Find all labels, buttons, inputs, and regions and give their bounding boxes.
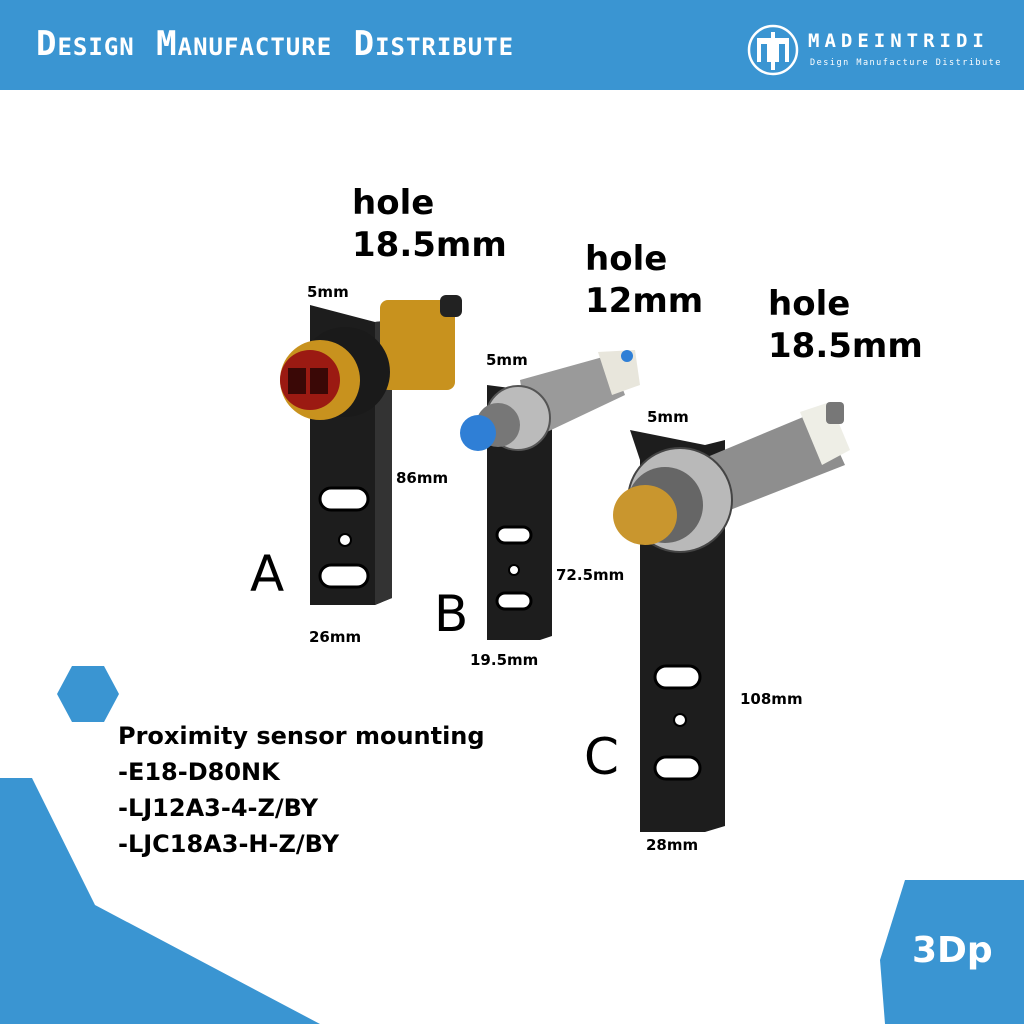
bracket-c-width: 28mm	[646, 836, 699, 854]
bracket-b-width: 19.5mm	[470, 651, 539, 669]
bottom-right-badge-shape	[880, 880, 1024, 1024]
bracket-b-letter: B	[434, 585, 469, 643]
brand-name: MADEINTRIDI	[808, 30, 989, 52]
3dp-badge: 3Dp	[912, 930, 993, 971]
bracket-b-thickness: 5mm	[486, 351, 528, 369]
bottom-left-decor	[0, 778, 320, 1024]
tagline: Design Manufacture Distribute	[36, 24, 515, 64]
bracket-a-thickness: 5mm	[307, 283, 349, 301]
bracket-a	[280, 295, 462, 605]
description-item: -LJC18A3-H-Z/BY	[118, 830, 340, 858]
bracket-b-height: 72.5mm	[556, 566, 625, 584]
description: Proximity sensor mounting -E18-D80NK -LJ…	[118, 718, 485, 862]
bracket-a-height: 86mm	[396, 469, 449, 487]
bracket-b	[460, 350, 640, 640]
madeintridi-logo-icon	[747, 24, 799, 76]
bracket-c	[613, 402, 850, 832]
description-item: -LJ12A3-4-Z/BY	[118, 794, 319, 822]
hexagon-icon	[57, 666, 119, 722]
bracket-c-height: 108mm	[740, 690, 803, 708]
description-item: -E18-D80NK	[118, 758, 280, 786]
bracket-a-width: 26mm	[309, 628, 362, 646]
header-banner: Design Manufacture Distribute MADEINTRID…	[0, 0, 1024, 90]
bracket-c-letter: C	[584, 728, 619, 786]
description-title: Proximity sensor mounting	[118, 722, 485, 750]
bracket-c-thickness: 5mm	[647, 408, 689, 426]
brand-subtitle: Design Manufacture Distribute	[810, 58, 1002, 68]
bracket-a-letter: A	[250, 545, 285, 603]
